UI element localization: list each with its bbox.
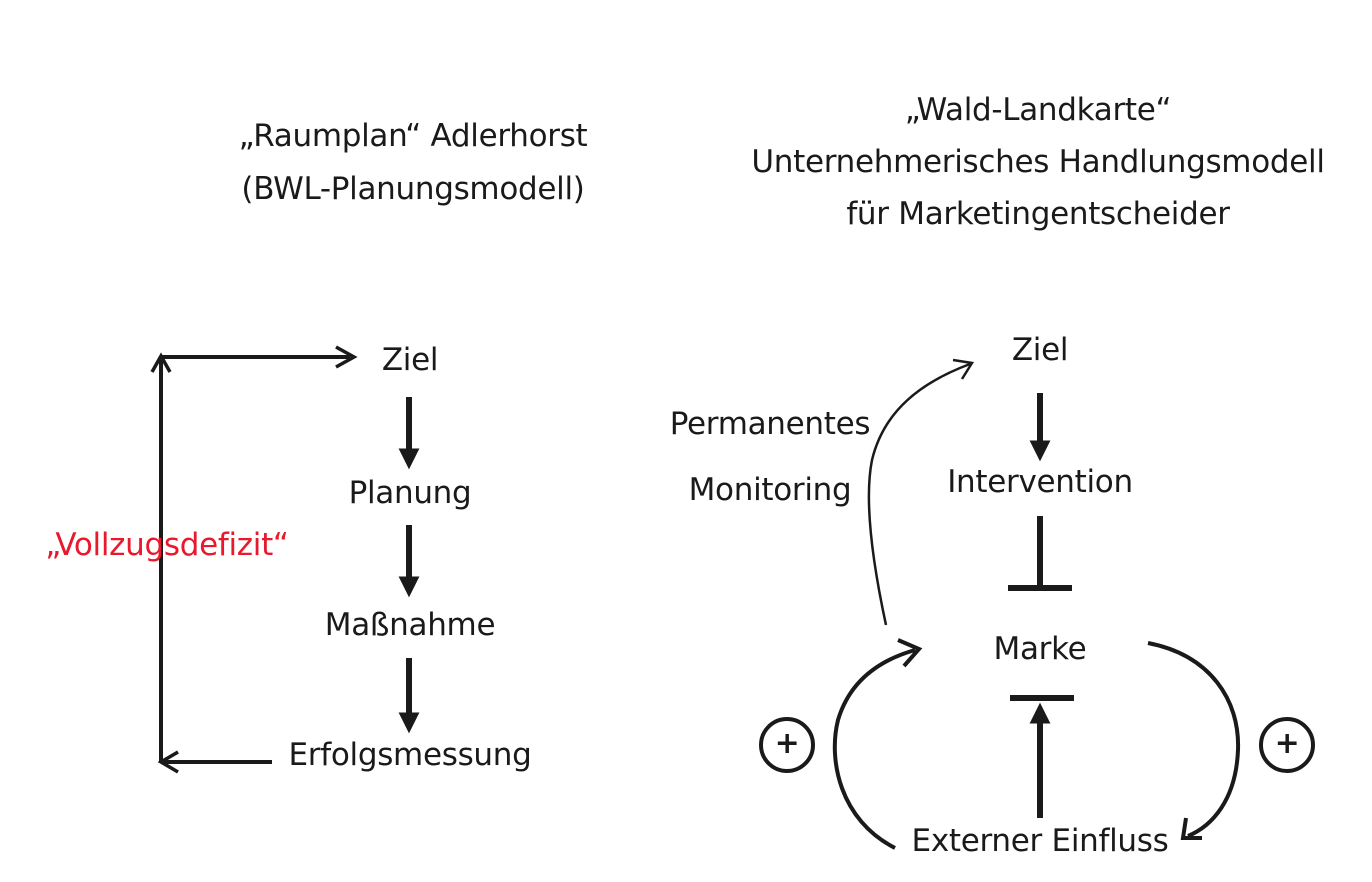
- right-reinforcing-loop: [1147, 641, 1241, 840]
- plus-circle-right: [1259, 717, 1315, 773]
- right-process-arrows: [1008, 393, 1074, 818]
- right-arrow-icon: [335, 345, 358, 369]
- curved-arrow-icon: [1180, 817, 1202, 840]
- down-arrow-icon: [398, 576, 420, 598]
- left-title-line1: „Raumplan“ Adlerhorst: [238, 118, 588, 154]
- down-arrow-icon: [398, 712, 420, 734]
- plus-icon: +: [774, 726, 800, 761]
- left-node-ziel: Ziel: [381, 342, 439, 378]
- right-node-ziel: Ziel: [1011, 332, 1069, 368]
- right-title-line1: „Wald-Landkarte“: [904, 92, 1172, 128]
- left-process-arrows: [398, 397, 420, 734]
- plus-icon: +: [1274, 726, 1300, 761]
- right-title-line3: für Marketingentscheider: [846, 196, 1230, 232]
- down-arrow-icon: [398, 448, 420, 470]
- right-node-intervention: Intervention: [947, 464, 1133, 500]
- curved-arrow-icon: [952, 358, 975, 380]
- right-node-externer-einfluss: Externer Einfluss: [911, 823, 1169, 859]
- monitoring-label-line1: Permanentes: [669, 406, 871, 442]
- left-title-line2: (BWL-Planungsmodell): [241, 171, 585, 207]
- monitoring-curve: [867, 358, 975, 626]
- left-node-erfolgsmessung: Erfolgsmessung: [288, 737, 532, 773]
- up-arrow-icon: [1029, 702, 1051, 724]
- monitoring-label-line2: Monitoring: [688, 472, 852, 508]
- left-node-planung: Planung: [348, 475, 472, 511]
- down-arrow-icon: [1029, 440, 1051, 462]
- right-node-marke: Marke: [993, 631, 1087, 667]
- right-title-line2: Unternehmerisches Handlungsmodell: [751, 144, 1325, 180]
- left-arrow-icon: [157, 750, 179, 774]
- left-feedback-loop: [150, 345, 358, 774]
- curved-arrow-icon: [897, 638, 923, 668]
- vollzugsdefizit-label: „Vollzugsdefizit“: [45, 527, 289, 563]
- left-reinforcing-loop: [832, 638, 923, 850]
- plus-circle-left: [759, 717, 815, 773]
- left-node-massnahme: Maßnahme: [324, 607, 496, 643]
